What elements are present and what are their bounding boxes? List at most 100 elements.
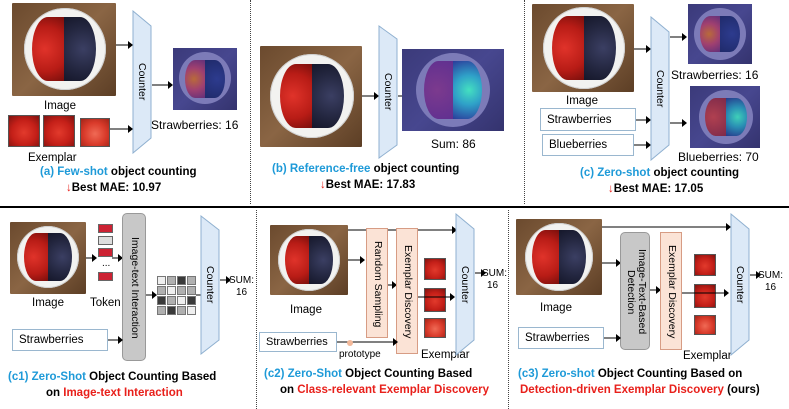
arrow <box>146 291 157 299</box>
text-prompt: Strawberries <box>540 108 636 131</box>
caption-highlight: (b) Reference-free <box>272 163 371 175</box>
caption-text: object counting <box>370 163 460 175</box>
panel-caption: (c3) Zero-shot Object Counting Based on <box>518 368 742 380</box>
exemplar-patch <box>424 288 446 312</box>
input-image <box>260 46 362 147</box>
caption-highlight: (c3) Zero-shot <box>518 368 595 380</box>
count-result: Strawberries: 16 <box>671 68 759 82</box>
count-result: Sum: 86 <box>431 137 476 151</box>
caption-highlight: (a) Few-shot <box>40 166 108 178</box>
image-label: Image <box>566 95 598 107</box>
arrow <box>388 281 397 289</box>
arrow <box>220 276 231 284</box>
exemplar-patch <box>43 115 75 147</box>
exemplar-patch <box>694 284 716 308</box>
caption-text: on <box>280 384 298 396</box>
exemplar-discovery-module: Exemplar Discovery <box>660 232 682 350</box>
arrow <box>602 259 621 267</box>
exemplar-patch <box>80 118 110 147</box>
caption-text: object counting <box>650 167 740 179</box>
caption-text: on <box>46 387 64 399</box>
caption-highlight: (c2) Zero-Shot <box>264 368 342 380</box>
arrow <box>152 81 173 89</box>
interaction-label: Image-text Interaction <box>129 237 141 339</box>
caption-method: Image-text Interaction <box>63 387 183 399</box>
exemplar-discovery-module: Exemplar Discovery <box>396 228 418 354</box>
panel-caption-line2: Detection-driven Exemplar Discovery (our… <box>520 384 760 396</box>
caption-method: Detection-driven Exemplar Discovery <box>520 384 724 396</box>
arrow <box>634 45 651 53</box>
arrow <box>670 119 687 127</box>
arrow <box>86 254 97 262</box>
input-image <box>516 219 602 295</box>
best-mae: ↓Best MAE: 17.83 <box>320 179 416 191</box>
arrow <box>112 254 123 262</box>
image-token <box>98 272 113 281</box>
input-image <box>10 222 86 294</box>
density-map <box>173 48 237 110</box>
arrow <box>602 223 731 231</box>
caption-method: Class-relevant Exemplar Discovery <box>297 384 490 396</box>
caption-highlight: (c1) Zero-Shot <box>8 371 86 383</box>
panel-caption: (b) Reference-free object counting <box>272 163 459 175</box>
density-map <box>688 4 752 64</box>
text-prompt: Strawberries <box>259 332 337 352</box>
image-token <box>98 248 113 257</box>
sum-value: 16 <box>487 280 499 291</box>
arrow <box>475 269 486 277</box>
image-label: Image <box>32 297 64 309</box>
sum-value: 16 <box>236 287 248 298</box>
counter-label: Counter <box>654 69 666 108</box>
arrow <box>604 334 621 342</box>
counter-block: Counter <box>730 213 750 356</box>
divider <box>524 0 525 204</box>
divider <box>250 0 251 204</box>
counter-block: Counter <box>650 16 670 161</box>
exemplar-patch <box>424 318 446 338</box>
image-token <box>98 236 113 245</box>
prototype-dot <box>347 340 353 346</box>
panel-caption: (a) Few-shot object counting <box>40 166 197 178</box>
token-ellipsis: ... <box>102 258 111 269</box>
exemplar-patch <box>424 258 446 280</box>
arrow <box>418 293 455 301</box>
panel-caption: (c) Zero-shot object counting <box>580 167 739 179</box>
arrow <box>634 141 651 149</box>
arrow <box>348 256 365 264</box>
similarity-map <box>157 276 196 315</box>
image-label: Image <box>44 100 76 112</box>
density-map <box>690 86 760 148</box>
arrow <box>650 286 661 294</box>
sampling-label: Random Sampling <box>372 240 384 328</box>
caption-text: object counting <box>107 166 197 178</box>
image-token <box>98 224 113 233</box>
exemplar-patch <box>694 315 716 335</box>
arrow <box>750 271 761 279</box>
text-prompt: Blueberries <box>542 134 634 156</box>
caption-text: Object Counting Based on <box>594 368 743 380</box>
arrow <box>110 125 133 133</box>
sum-label: SUM: <box>758 270 783 281</box>
counter-label: Counter <box>734 265 746 304</box>
divider <box>256 210 257 409</box>
section-separator <box>0 206 789 208</box>
arrow <box>670 33 687 41</box>
panel-caption: (c1) Zero-Shot Object Counting Based <box>8 371 216 383</box>
prototype-label: prototype <box>339 349 381 360</box>
counter-label: Counter <box>382 73 394 111</box>
caption-highlight: (c) Zero-shot <box>580 167 651 179</box>
panel-caption-line2: on Image-text Interaction <box>46 387 183 399</box>
interaction-module: Image-text Interaction <box>122 213 146 361</box>
exemplar-patch <box>694 254 716 276</box>
exemplar-label: Exemplar <box>683 350 732 362</box>
random-sampling-module: Random Sampling <box>366 228 388 338</box>
arrow <box>362 92 379 100</box>
caption-text: Object Counting Based <box>341 368 473 380</box>
arrow <box>636 116 651 124</box>
density-map <box>402 49 504 131</box>
detection-label: Image-Text-Based Detection <box>625 249 649 335</box>
panel-caption: (c2) Zero-Shot Object Counting Based <box>264 368 472 380</box>
text-prompt: Strawberries <box>12 329 108 351</box>
discovery-label: Exemplar Discovery <box>402 245 414 339</box>
exemplar-patch <box>8 115 40 147</box>
